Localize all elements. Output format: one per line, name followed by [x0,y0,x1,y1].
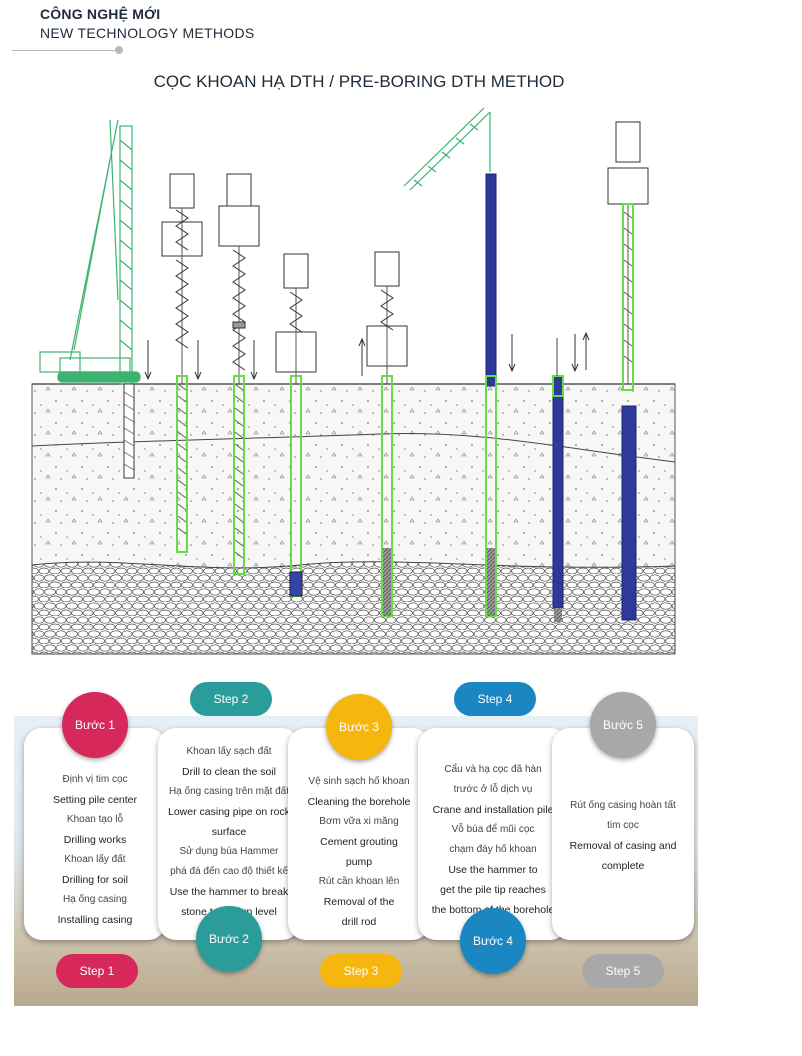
step2-circle: Bước 2 [196,906,262,972]
ground-section [31,383,676,655]
step4-pile [485,173,497,387]
grout-fill [383,548,391,616]
step5-pile [621,405,637,621]
drill-unit-4 [366,251,408,384]
drill-unit-3 [275,253,317,384]
step4-card: Cẩu và hạ cọc đã hàn trước ở lỗ dịch vụ … [418,728,568,940]
step2-pill: Step 2 [190,682,272,716]
drill-unit-2 [218,173,260,384]
hammer-icon [289,571,303,597]
step3-card: Vệ sinh sạch hố khoan Cleaning the boreh… [288,728,430,940]
drill-unit-5 [607,121,649,384]
step1-card: Định vị tim cọc Setting pile center Khoa… [24,728,166,940]
header-divider [12,50,120,51]
step1-circle: Bước 1 [62,692,128,758]
title-vi: CỌC KHOAN HẠ DTH / [153,72,334,91]
method-diagram [31,107,676,655]
step1b-casing [176,375,188,553]
header-en: NEW TECHNOLOGY METHODS [40,25,255,41]
step5-pill: Step 5 [582,954,664,988]
step4-pill: Step 4 [454,682,536,716]
step5-circle: Bước 5 [590,692,656,758]
header-divider-dot [115,46,123,54]
step3-circle: Bước 3 [326,694,392,760]
diagram-title: CỌC KHOAN HẠ DTH / PRE-BORING DTH METHOD [0,72,718,92]
step4-circle: Bước 4 [460,908,526,974]
step1-pill: Step 1 [56,954,138,988]
title-en: PRE-BORING DTH METHOD [338,72,565,91]
drill-unit-1 [161,173,203,384]
step5-casing [622,203,634,391]
step5-card: Rút ống casing hoàn tất tim cọc Removal … [552,728,694,940]
step4b-pile [552,375,564,609]
step3-pill: Step 3 [320,954,402,988]
drilling-rig-icon [39,119,141,385]
step2-casing [233,375,245,575]
header-vi: CÔNG NGHỆ MỚI [40,6,161,22]
crane-icon [403,107,491,191]
